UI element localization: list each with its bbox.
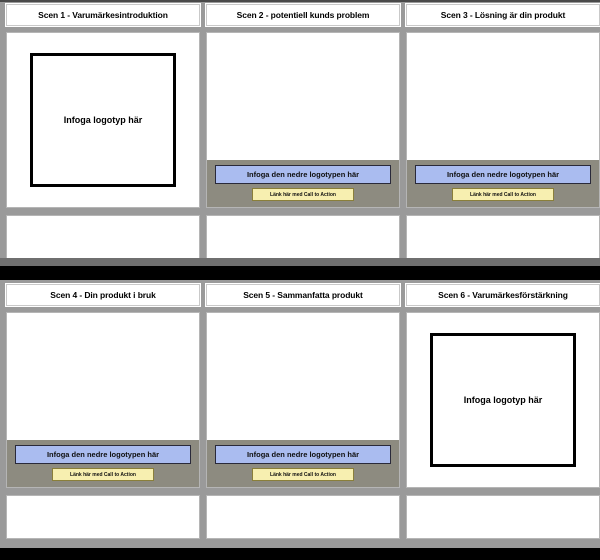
bottom-divider [0, 548, 600, 560]
slide-canvas-3[interactable]: Infoga den nedre logotypen här Länk här … [406, 32, 600, 208]
scene-title-6[interactable]: Scen 6 - Varumärkesförstärkning [406, 284, 600, 306]
slide-canvas-6[interactable]: Infoga logotyp här [406, 312, 600, 488]
slide-body-1[interactable]: Infoga logotyp här [7, 33, 199, 207]
spacer [406, 488, 600, 495]
notes-panel-6[interactable] [406, 495, 600, 539]
logo-placeholder-wrap-6: Infoga logotyp här [407, 313, 599, 487]
top-divider [0, 0, 600, 2]
scene-cell-4[interactable]: Scen 4 - Din produkt i bruk Infoga den n… [6, 284, 200, 539]
slide-canvas-4[interactable]: Infoga den nedre logotypen här Länk här … [6, 312, 200, 488]
cta-link-3[interactable]: Länk här med Call to Action [451, 188, 555, 201]
lower-band-3: Infoga den nedre logotypen här Länk här … [407, 160, 599, 207]
slide-body-4[interactable] [7, 313, 199, 440]
scene-title-2[interactable]: Scen 2 - potentiell kunds problem [206, 4, 400, 26]
slide-body-3[interactable] [407, 33, 599, 160]
notes-panel-4[interactable] [6, 495, 200, 539]
scene-cell-1[interactable]: Scen 1 - Varumärkesintroduktion Infoga l… [6, 4, 200, 259]
lower-logo-placeholder-2[interactable]: Infoga den nedre logotypen här [215, 165, 391, 184]
notes-panel-2[interactable] [206, 215, 400, 259]
scene-cell-3[interactable]: Scen 3 - Lösning är din produkt Infoga d… [406, 4, 600, 259]
slide-body-2[interactable] [207, 33, 399, 160]
notes-panel-5[interactable] [206, 495, 400, 539]
logo-placeholder-6[interactable]: Infoga logotyp här [430, 333, 576, 467]
lower-band-4: Infoga den nedre logotypen här Länk här … [7, 440, 199, 487]
scene-title-3[interactable]: Scen 3 - Lösning är din produkt [406, 4, 600, 26]
spacer [6, 488, 200, 495]
slide-canvas-2[interactable]: Infoga den nedre logotypen här Länk här … [206, 32, 400, 208]
spacer [206, 208, 400, 215]
scene-cell-2[interactable]: Scen 2 - potentiell kunds problem Infoga… [206, 4, 400, 259]
lower-logo-placeholder-5[interactable]: Infoga den nedre logotypen här [215, 445, 391, 464]
storyboard-row-1: Scen 1 - Varumärkesintroduktion Infoga l… [0, 4, 600, 259]
logo-placeholder-1[interactable]: Infoga logotyp här [30, 53, 176, 187]
slide-body-6[interactable]: Infoga logotyp här [407, 313, 599, 487]
cta-link-4[interactable]: Länk här med Call to Action [51, 468, 155, 481]
scene-title-1[interactable]: Scen 1 - Varumärkesintroduktion [6, 4, 200, 26]
spacer [406, 208, 600, 215]
row-separator-gray [0, 258, 600, 266]
lower-band-2: Infoga den nedre logotypen här Länk här … [207, 160, 399, 207]
notes-panel-3[interactable] [406, 215, 600, 259]
scene-cell-6[interactable]: Scen 6 - Varumärkesförstärkning Infoga l… [406, 284, 600, 539]
slide-canvas-5[interactable]: Infoga den nedre logotypen här Länk här … [206, 312, 400, 488]
slide-canvas-1[interactable]: Infoga logotyp här [6, 32, 200, 208]
lower-logo-placeholder-4[interactable]: Infoga den nedre logotypen här [15, 445, 191, 464]
cta-link-5[interactable]: Länk här med Call to Action [251, 468, 355, 481]
scene-cell-5[interactable]: Scen 5 - Sammanfatta produkt Infoga den … [206, 284, 400, 539]
scene-title-5[interactable]: Scen 5 - Sammanfatta produkt [206, 284, 400, 306]
cta-link-2[interactable]: Länk här med Call to Action [251, 188, 355, 201]
logo-placeholder-wrap-1: Infoga logotyp här [7, 33, 199, 207]
scene-title-4[interactable]: Scen 4 - Din produkt i bruk [6, 284, 200, 306]
lower-logo-placeholder-3[interactable]: Infoga den nedre logotypen här [415, 165, 591, 184]
slide-body-5[interactable] [207, 313, 399, 440]
spacer [6, 208, 200, 215]
spacer [206, 488, 400, 495]
row-separator [0, 258, 600, 280]
storyboard-row-2: Scen 4 - Din produkt i bruk Infoga den n… [0, 284, 600, 539]
lower-band-5: Infoga den nedre logotypen här Länk här … [207, 440, 399, 487]
notes-panel-1[interactable] [6, 215, 200, 259]
